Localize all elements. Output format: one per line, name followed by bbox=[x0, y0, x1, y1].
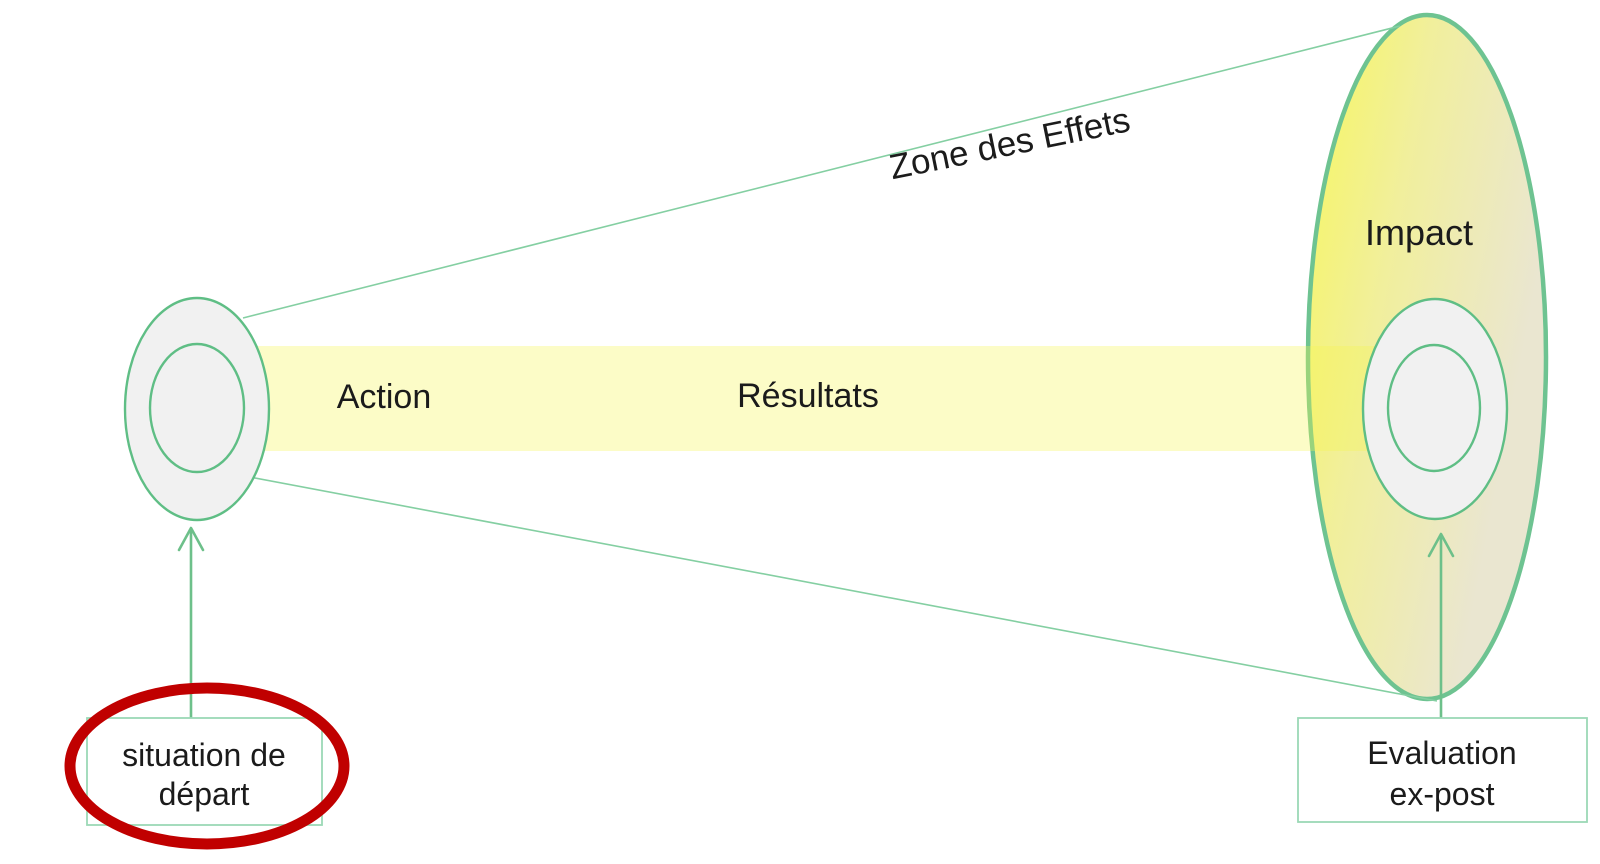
resultats-label: Résultats bbox=[737, 377, 879, 415]
cone-upper-line bbox=[242, 25, 1401, 319]
cone-lower-line bbox=[249, 476, 1438, 702]
zone-des-effets-label: Zone des Effets bbox=[886, 100, 1133, 187]
eval-label-line2: ex-post bbox=[1390, 776, 1495, 812]
action-label: Action bbox=[337, 378, 432, 416]
eval-arrow-head-icon bbox=[1427, 532, 1455, 558]
impact-core-inner-ellipse bbox=[1386, 343, 1482, 473]
eval-label-box bbox=[1297, 717, 1588, 823]
start-label-line1: situation de bbox=[122, 737, 286, 773]
start-arrow-head-icon bbox=[177, 526, 205, 552]
start-label-line2: départ bbox=[159, 776, 250, 812]
action-results-band bbox=[197, 346, 1434, 451]
start-label-box bbox=[86, 717, 323, 826]
eval-label-line1: Evaluation bbox=[1367, 735, 1516, 771]
start-inner-ellipse bbox=[148, 342, 246, 474]
impact-label: Impact bbox=[1365, 212, 1473, 253]
red-highlight-ellipse bbox=[64, 682, 350, 850]
